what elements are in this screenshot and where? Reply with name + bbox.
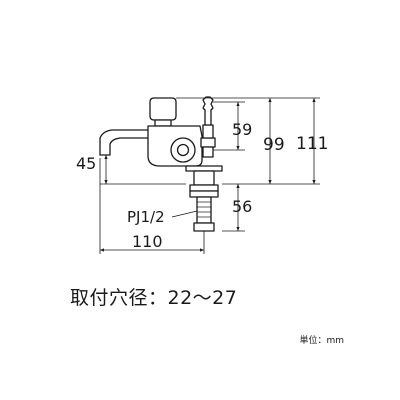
dim-110-label: 110 — [132, 232, 163, 251]
shank-top — [193, 170, 215, 186]
handle-knob — [149, 97, 177, 121]
mounting-hole-note: 取付穴径：22～27 — [70, 287, 238, 309]
thread-label: PJ1/2 — [127, 208, 165, 226]
dim-99-label: 99 — [263, 135, 285, 155]
spout — [99, 129, 151, 156]
dim-59-label: 59 — [232, 120, 252, 139]
dim-45-label: 45 — [76, 154, 96, 173]
shank-threaded — [196, 196, 212, 224]
lock-nut-1 — [189, 184, 219, 192]
thread-leader — [171, 210, 198, 218]
lock-nut-2 — [189, 190, 219, 198]
unit-note: 単位：mm — [299, 336, 344, 346]
dim-56-label: 56 — [232, 197, 252, 216]
hose-collar — [202, 124, 214, 139]
handle-neck — [154, 119, 172, 127]
dimension-lines — [100, 98, 316, 252]
thread-lines — [197, 201, 211, 218]
shank-flange — [185, 165, 223, 172]
hose-base — [202, 146, 214, 158]
hose-barb — [202, 96, 214, 126]
dim-111-label: 111 — [296, 134, 328, 154]
shank-bottom-nut — [193, 222, 215, 232]
hose-nut — [200, 137, 216, 148]
faucet-body — [99, 96, 223, 232]
side-cap-inner — [176, 143, 190, 157]
